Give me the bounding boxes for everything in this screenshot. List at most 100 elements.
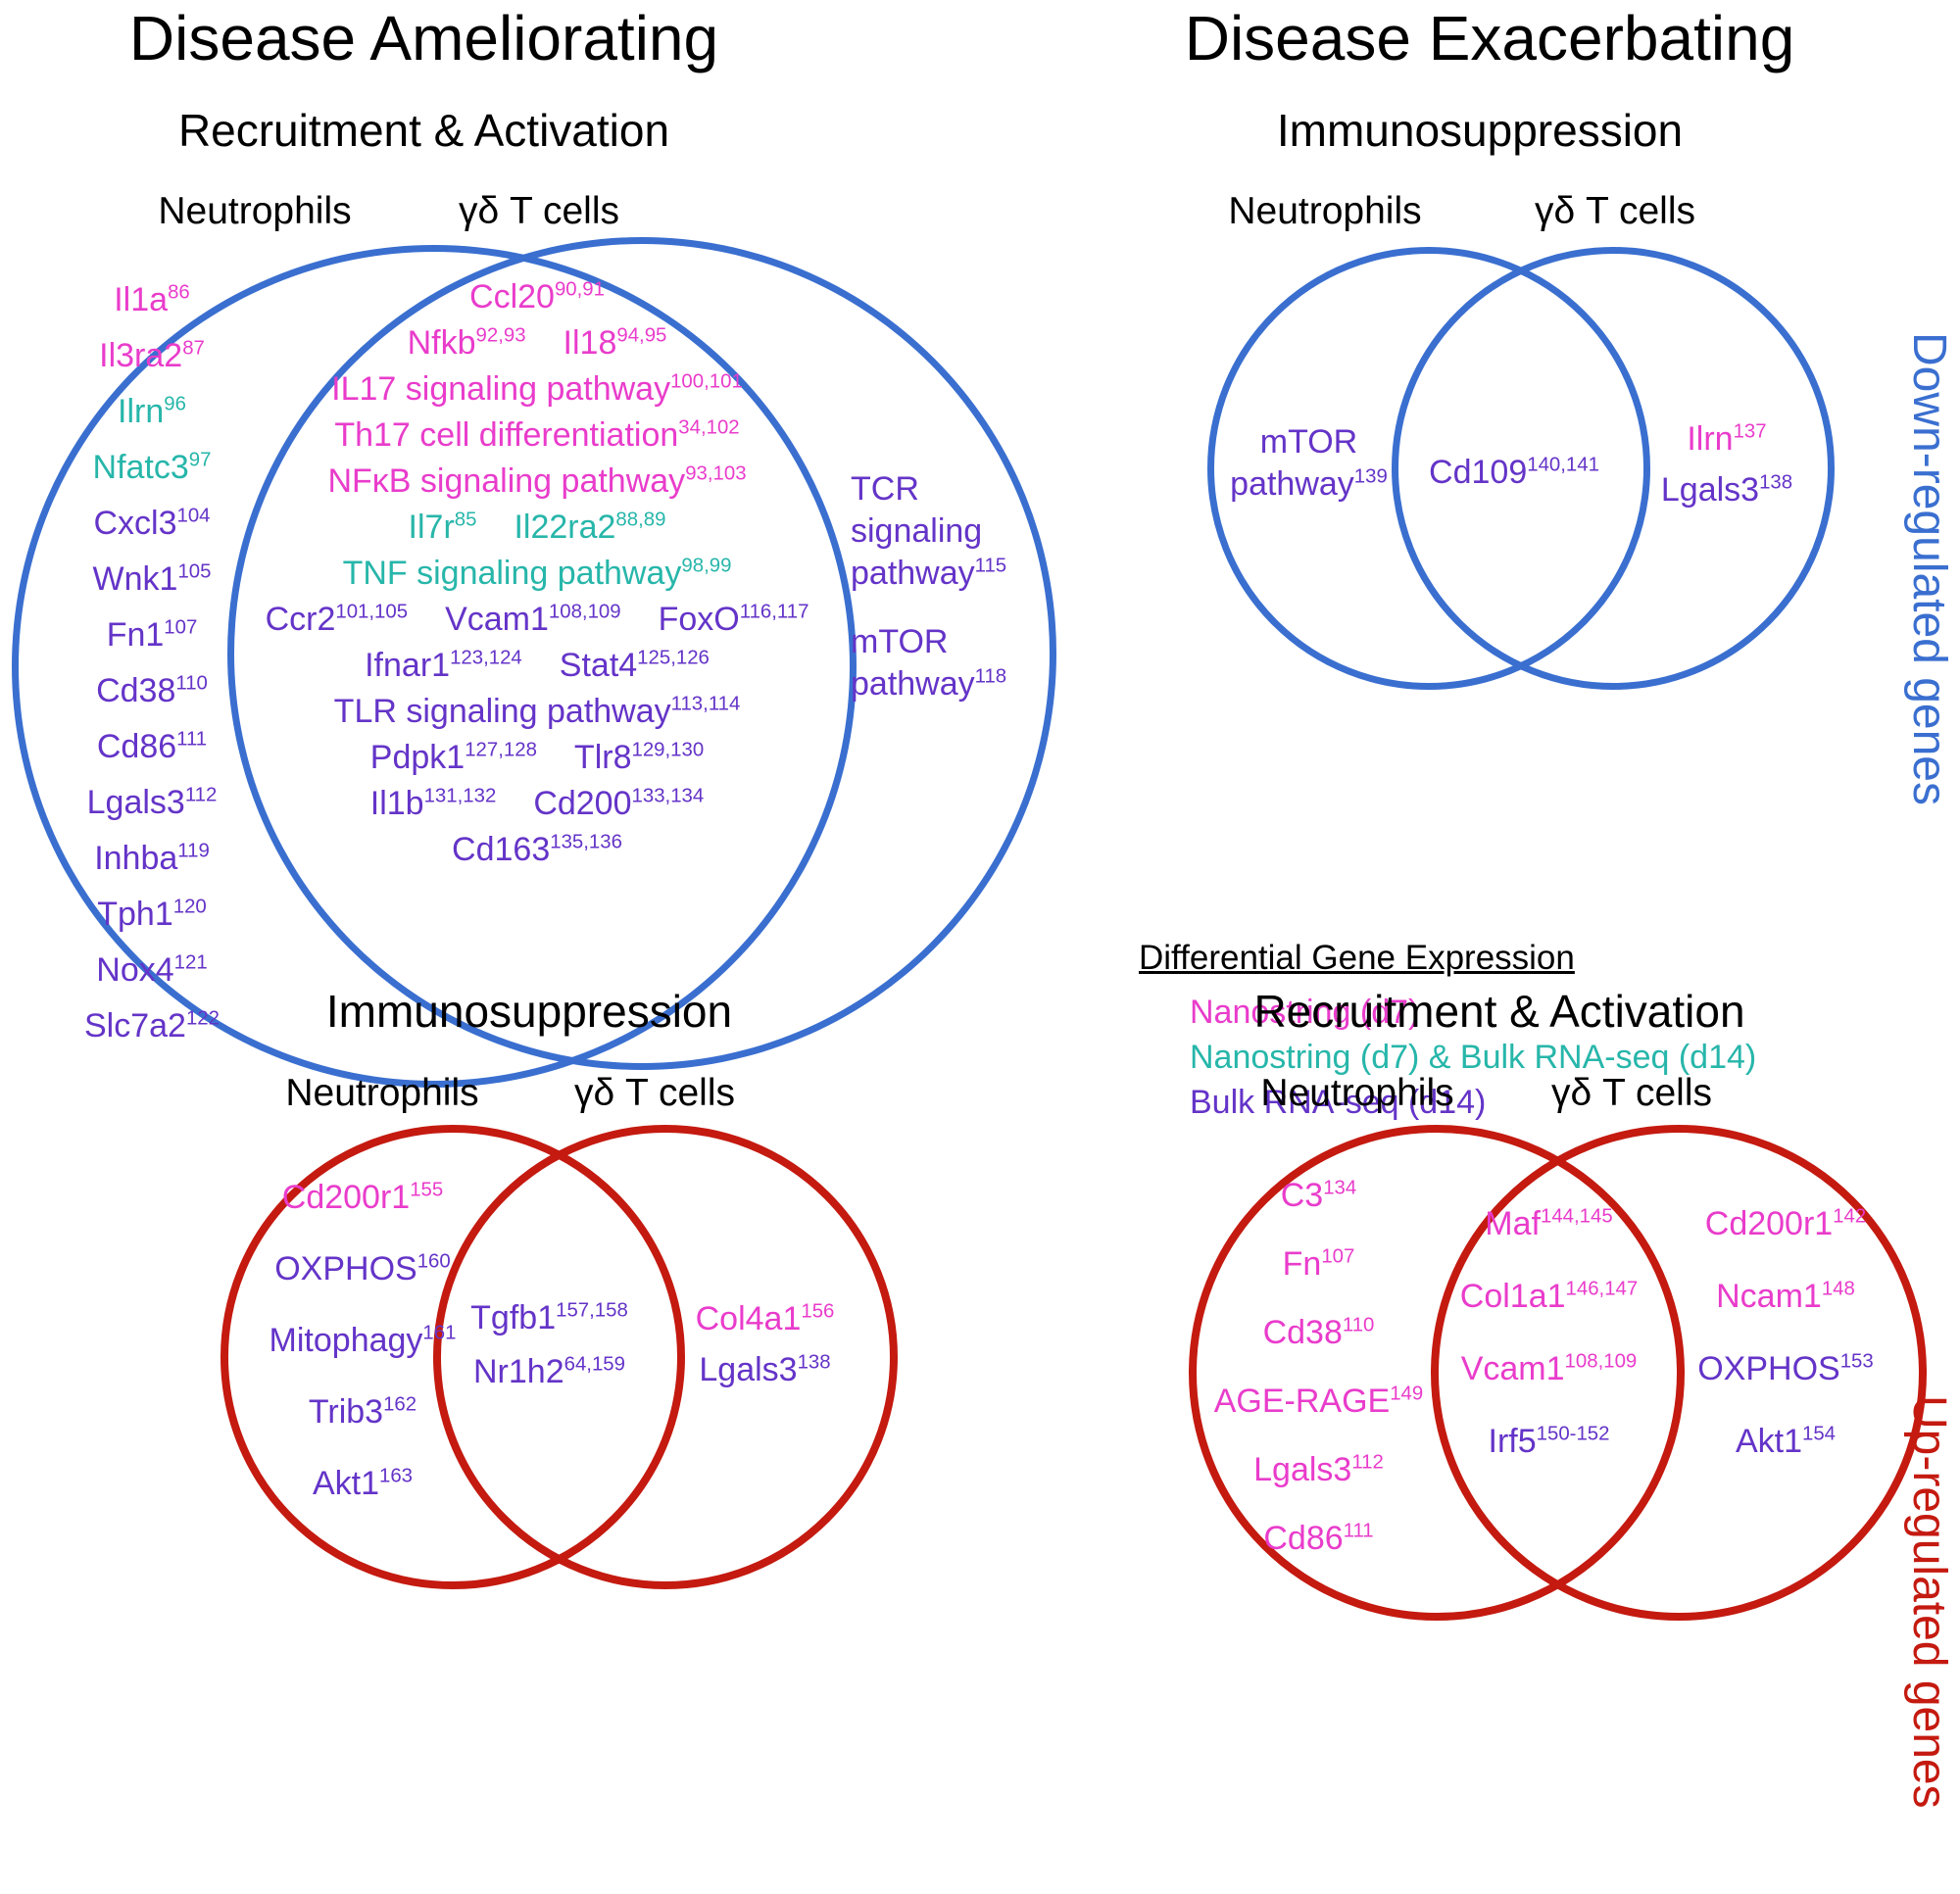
gene-label: Fn1107 — [106, 616, 198, 654]
label-row: IL17 signaling pathway100,101 — [243, 366, 831, 413]
gene-label: Tph1120 — [97, 896, 207, 933]
venn2-neutrophils-only-region: mTOR pathway139 — [1223, 421, 1395, 506]
gene-label: Vcam1108,109 — [1460, 1349, 1638, 1387]
gene-label: OXPHOS153 — [1697, 1349, 1874, 1387]
label-row: AGE-RAGE149 — [1203, 1367, 1434, 1435]
label-row: Cxcl3104 — [39, 496, 265, 552]
legend-items: Nanostring (d7)Nanostring (d7) & Bulk RN… — [1139, 990, 1805, 1125]
gene-label: Il3ra287 — [99, 337, 205, 374]
label-row: OXPHOS153 — [1668, 1333, 1903, 1405]
gene-label: Cd109140,141 — [1429, 453, 1599, 491]
gene-label: Lgals3138 — [1660, 470, 1793, 509]
gene-label: mTOR pathway118 — [851, 622, 1007, 703]
label-row: Maf144,145 — [1429, 1188, 1669, 1260]
label-row: Ncam1148 — [1668, 1260, 1903, 1333]
heading-disease-ameliorating: Disease Ameliorating — [128, 3, 719, 73]
gene-label: Nfkb92,93 — [407, 324, 526, 362]
label-row: Ilrn137 — [1639, 413, 1815, 464]
gene-label: Il1894,95 — [563, 324, 667, 362]
label-row: Cd200r1142 — [1668, 1188, 1903, 1260]
label-row: Il1b131,132 Cd200133,134 — [243, 781, 831, 827]
label-row: Akt1154 — [1668, 1405, 1903, 1478]
label-row: Nox4121 — [39, 943, 265, 998]
label-row: Fn107 — [1203, 1230, 1434, 1298]
down-regulated-genes-label: Down-regulated genes — [1903, 331, 1955, 805]
label-row: Ccl2090,91 — [243, 274, 831, 320]
venn1-neutrophils-label: Neutrophils — [158, 190, 352, 232]
gene-label: Vcam1108,109 — [445, 601, 621, 638]
label-row: Lgals3112 — [39, 775, 265, 831]
gene-label: Akt1163 — [312, 1465, 414, 1502]
legend: Differential Gene Expression Nanostring … — [1139, 939, 1805, 1125]
label-row: Wnk1105 — [39, 552, 265, 607]
venn4-gd-tcells-circle — [1431, 1125, 1927, 1621]
gene-label: Cxcl3104 — [93, 505, 211, 542]
gene-label: Cd86111 — [96, 728, 208, 765]
venn4-gd-tcells-label: γδ T cells — [1550, 1072, 1713, 1114]
label-row: Nanostring (d7) — [1139, 990, 1805, 1035]
gene-label: Cd200133,134 — [533, 785, 705, 822]
gene-label: Il1b131,132 — [369, 785, 497, 822]
label-row: Nfatc397 — [39, 440, 265, 496]
gene-label: Cd200r1155 — [281, 1179, 444, 1216]
label-row: Tph1120 — [39, 887, 265, 943]
gene-label: Nr1h264,159 — [473, 1353, 625, 1390]
venn3-gd-tcells-circle — [433, 1125, 898, 1589]
gene-label: Slc7a2122 — [84, 1007, 220, 1044]
gene-label: IL17 signaling pathway100,101 — [331, 370, 743, 408]
label-row: Lgals3112 — [1203, 1435, 1434, 1504]
label-row: Th17 cell differentiation34,102 — [243, 413, 831, 459]
venn3-gd-tcells-label: γδ T cells — [573, 1072, 736, 1114]
gene-label: Tlr8129,130 — [573, 739, 705, 776]
gene-label: Il1a86 — [114, 281, 190, 318]
label-row: Nr1h264,159 — [439, 1345, 660, 1399]
venn1-gd-tcells-circle — [227, 237, 1056, 1070]
gene-label: OXPHOS160 — [274, 1250, 451, 1287]
label-row: Inhba119 — [39, 831, 265, 887]
gene-label: mTOR pathway139 — [1230, 423, 1388, 504]
legend-item: Bulk RNA-seq (d14) — [1190, 1083, 1487, 1121]
gene-label: AGE-RAGE149 — [1213, 1382, 1424, 1420]
label-row: Slc7a2122 — [39, 998, 265, 1054]
gene-label: TLR signaling pathway113,114 — [333, 693, 741, 730]
gene-label: Wnk1105 — [92, 560, 212, 598]
venn2-intersection-region: Cd109140,141 — [1396, 453, 1632, 492]
gene-label: Irf5150-152 — [1488, 1422, 1610, 1460]
venn3-neutrophils-label: Neutrophils — [285, 1072, 479, 1114]
gene-label: Ilrn137 — [1687, 419, 1767, 458]
label-row: Nanostring (d7) & Bulk RNA-seq (d14) — [1139, 1035, 1805, 1080]
label-row: Cd86111 — [1203, 1504, 1434, 1573]
gene-label: NFκB signaling pathway93,103 — [327, 462, 747, 500]
label-row: Irf5150-152 — [1429, 1405, 1669, 1478]
gene-label: Stat4125,126 — [559, 647, 710, 684]
venn2-neutrophils-label: Neutrophils — [1228, 190, 1422, 232]
gene-label: Lgals3112 — [1253, 1450, 1384, 1488]
venn2-title: Immunosuppression — [1276, 105, 1684, 156]
gene-label: Cd38110 — [96, 672, 208, 709]
label-row: Cd86111 — [39, 719, 265, 775]
gene-label: Lgals3138 — [699, 1350, 831, 1388]
label-row: Col4a1156 — [655, 1293, 875, 1344]
gene-label: Ccl2090,91 — [469, 278, 605, 316]
venn2-gd-tcells-label: γδ T cells — [1534, 190, 1696, 232]
label-row: Cd200r1155 — [250, 1162, 475, 1234]
label-row: NFκB signaling pathway93,103 — [243, 459, 831, 505]
gene-label: Cd86111 — [1263, 1519, 1374, 1557]
label-row: Cd163135,136 — [243, 827, 831, 873]
gene-label: Cd200r1142 — [1704, 1204, 1867, 1242]
label-row: mTOR pathway118 — [851, 621, 1047, 705]
venn2-gd-tcells-circle — [1392, 247, 1835, 690]
label-row: Tgfb1157,158 — [439, 1291, 660, 1345]
label-row: TCR signaling pathway115 — [851, 468, 1047, 596]
label-row: Akt1163 — [250, 1448, 475, 1520]
